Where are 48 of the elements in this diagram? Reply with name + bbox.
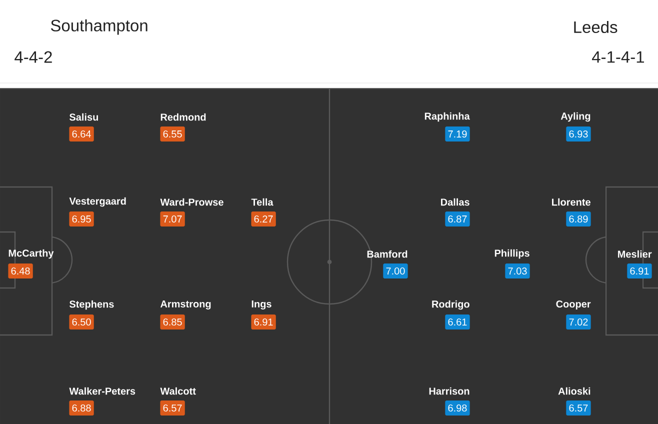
player-name: Redmond: [160, 113, 206, 121]
rating-badge: 6.61: [445, 314, 470, 330]
player-name: Bamford: [367, 250, 408, 258]
player-name: Ayling: [560, 112, 590, 122]
formation: 4-4-2: [14, 51, 52, 63]
rating-badge: 6.50: [69, 314, 94, 330]
rating-badge: 7.19: [445, 126, 470, 142]
rating-badge: 6.95: [69, 212, 94, 226]
rating-badge: 6.87: [445, 212, 470, 226]
rating-badge: 7.00: [383, 264, 408, 278]
rating-badge: 6.91: [627, 264, 652, 278]
player-name: Phillips: [494, 249, 530, 259]
rating-badge: 6.57: [566, 400, 591, 416]
player-name: Meslier: [618, 250, 652, 258]
player-name: Alioski: [558, 387, 590, 395]
rating-badge: 6.89: [566, 212, 591, 226]
rating-badge: 6.27: [251, 212, 276, 226]
player-name: Walcott: [160, 387, 196, 395]
player-name: Stephens: [69, 300, 114, 310]
rating-badge: 6.98: [445, 400, 470, 416]
player-name: Armstrong: [160, 300, 211, 310]
rating-badge: 6.93: [566, 126, 591, 142]
team-name: Leeds: [574, 20, 618, 34]
rating-badge: 6.55: [160, 126, 185, 142]
player-name: Llorente: [552, 198, 590, 206]
rating-badge: 6.57: [160, 400, 185, 416]
player-name: McCarthy: [8, 249, 54, 259]
rating-badge: 6.88: [69, 400, 94, 416]
player-name: Vestergaard: [69, 197, 126, 207]
rating-badge: 7.07: [160, 212, 185, 226]
player-name: Raphinha: [424, 112, 470, 122]
player-name: Ward-Prowse: [160, 198, 224, 206]
player-name: Cooper: [556, 300, 591, 310]
rating-badge: 6.85: [160, 314, 185, 330]
player-name: Dallas: [441, 198, 470, 206]
rating-badge: 6.48: [8, 264, 33, 278]
player-name: Salisu: [69, 113, 98, 121]
player-name: Rodrigo: [432, 300, 470, 310]
rating-badge: 6.64: [69, 126, 94, 142]
player-name: Harrison: [429, 387, 470, 395]
formation: 4-1-4-1: [592, 51, 644, 63]
player-name: Walker-Peters: [69, 387, 136, 395]
team-name: Southampton: [50, 19, 148, 35]
rating-badge: 7.03: [505, 264, 530, 278]
rating-badge: 6.91: [251, 314, 276, 330]
player-name: Tella: [251, 198, 274, 206]
player-name: Ings: [252, 300, 272, 310]
rating-badge: 7.02: [566, 314, 591, 330]
